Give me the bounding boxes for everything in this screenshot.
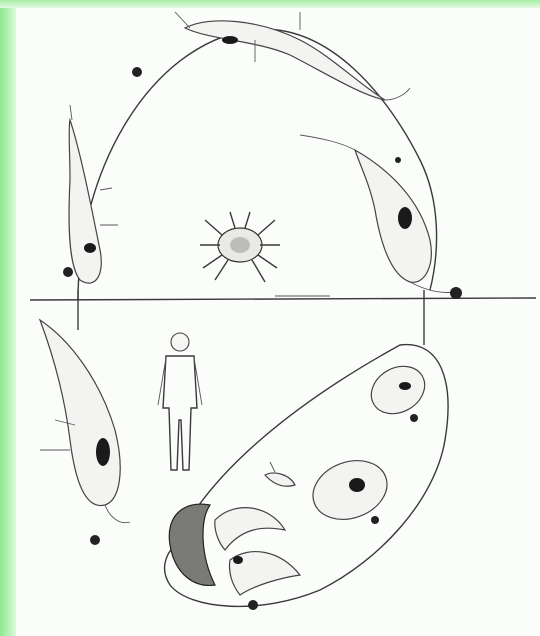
upper-cycle-arc [78,29,437,300]
marker-right-b [371,516,379,524]
marker-left [63,267,73,277]
right-lower-cell-b [305,451,396,530]
human-figure [158,333,202,470]
marker-bottom [248,600,258,610]
bottom-crescent-cells [169,504,300,610]
marker-right-a [410,414,418,422]
top-organism [175,12,410,100]
mite-vector [200,212,280,282]
right-lower-cell-a [363,357,433,423]
small-organism-lower [265,462,295,486]
marker-right-divider [450,287,462,299]
left-lower-organism [40,320,130,545]
right-upper-organism [300,135,455,293]
divider-line [30,298,536,300]
marker-left-lower [90,535,100,545]
marker-top-right [395,157,401,163]
marker-top-left [132,67,142,77]
